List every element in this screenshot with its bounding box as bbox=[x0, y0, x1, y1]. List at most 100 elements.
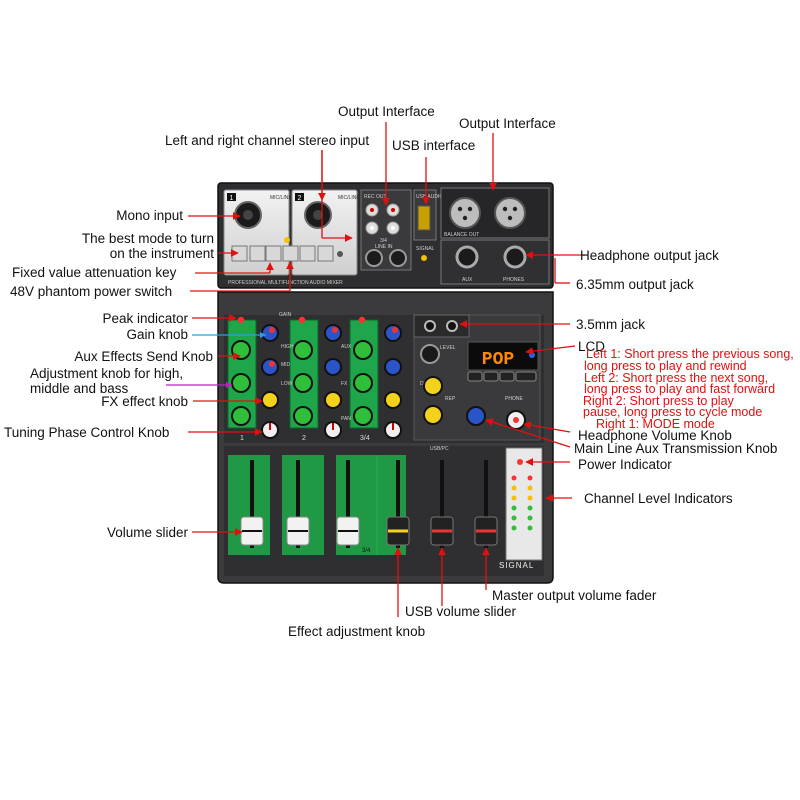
rep-label: REP bbox=[445, 396, 456, 402]
line-in-34-label: 3/4 bbox=[380, 238, 387, 244]
level-label: LEVEL bbox=[440, 345, 456, 351]
peak-led-2 bbox=[298, 316, 306, 324]
label-aux-effects: Aux Effects Send Knob bbox=[74, 349, 213, 364]
mode-button[interactable] bbox=[515, 371, 537, 382]
eq-mid-knob-2[interactable] bbox=[293, 373, 313, 393]
phone-label: PHONE bbox=[505, 396, 523, 402]
label-best-mode-2: on the instrument bbox=[109, 246, 214, 261]
label-adjust-2: middle and bass bbox=[30, 381, 129, 396]
usb-audio-label: USB AUDIO bbox=[416, 194, 443, 200]
pan-knob-2[interactable] bbox=[324, 421, 342, 439]
jack-635-phones[interactable] bbox=[503, 245, 527, 269]
usb-fader[interactable] bbox=[430, 516, 454, 546]
main-panel: 1 2 3/4 GAIN HIGH MID LOW AUX FX PAN LEV… bbox=[217, 291, 554, 584]
eq-low-knob-2[interactable] bbox=[293, 406, 313, 426]
channel-tag-2: 2 bbox=[298, 195, 302, 202]
label-fx-effect: FX effect knob bbox=[101, 394, 188, 409]
gain-knob-2[interactable] bbox=[324, 324, 342, 342]
level-meter bbox=[505, 447, 543, 561]
svg-text:3/4: 3/4 bbox=[362, 548, 371, 554]
eq-high-knob-2[interactable] bbox=[293, 340, 313, 360]
label-adjust-1: Adjustment knob for high, bbox=[30, 366, 184, 381]
eq-mid-knob-3[interactable] bbox=[353, 373, 373, 393]
eq-low-knob-3[interactable] bbox=[353, 406, 373, 426]
line-in-label: LINE IN bbox=[375, 244, 393, 250]
aux-knob-3[interactable] bbox=[384, 358, 402, 376]
xlr-out-left[interactable] bbox=[449, 197, 481, 229]
phone-volume-knob[interactable] bbox=[506, 410, 526, 430]
balance-out-label: BALANCE OUT bbox=[444, 232, 479, 238]
aux-label: AUX bbox=[462, 277, 473, 283]
channel-fader-1[interactable] bbox=[240, 516, 264, 546]
eq-mid-knob-1[interactable] bbox=[231, 373, 251, 393]
label-fixed-attenuation: Fixed value attenuation key bbox=[12, 265, 177, 280]
label-main-line-aux: Main Line Aux Transmission Knob bbox=[574, 441, 778, 456]
channel-fader-3[interactable] bbox=[336, 516, 360, 546]
mid-label: MID bbox=[281, 362, 291, 368]
next-button[interactable] bbox=[483, 371, 499, 382]
usb-pc-label: USB/PC bbox=[430, 446, 449, 452]
play-pause-button[interactable] bbox=[499, 371, 515, 382]
peak-led-3 bbox=[358, 316, 366, 324]
high-label: HIGH bbox=[281, 344, 294, 350]
label-tuning-phase: Tuning Phase Control Knob bbox=[4, 425, 170, 440]
label-output-interface-2: Output Interface bbox=[459, 116, 556, 131]
rep-knob[interactable] bbox=[423, 405, 443, 425]
low-label: LOW bbox=[281, 381, 293, 387]
fx-knob-2[interactable] bbox=[324, 391, 342, 409]
label-lr-stereo-input: Left and right channel stereo input bbox=[165, 133, 370, 148]
aux-knob-2[interactable] bbox=[324, 358, 342, 376]
master-fader[interactable] bbox=[474, 516, 498, 546]
label-lcd: LCD bbox=[578, 339, 606, 354]
channel-number-34: 3/4 bbox=[360, 435, 370, 442]
fx-fader[interactable] bbox=[386, 516, 410, 546]
level-knob[interactable] bbox=[420, 344, 440, 364]
signal-label: SIGNAL bbox=[416, 246, 435, 252]
label-channel-level: Channel Level Indicators bbox=[584, 491, 733, 506]
usb-port[interactable] bbox=[417, 205, 431, 231]
fx-label: FX bbox=[341, 381, 348, 387]
aux-send-master-knob[interactable] bbox=[466, 406, 486, 426]
eq-high-knob-3[interactable] bbox=[353, 340, 373, 360]
channel-number-2: 2 bbox=[302, 435, 306, 442]
gain-label: GAIN bbox=[279, 312, 292, 318]
brand-strip: SIGNAL bbox=[499, 561, 534, 570]
lcd-display bbox=[467, 341, 539, 371]
gain-knob-4[interactable] bbox=[261, 358, 279, 376]
rear-panel: 1 2 MIC/LINE MIC/LINE REC OUT 3/4 LINE I… bbox=[217, 182, 554, 289]
note-left1-b: long press to play and rewind bbox=[584, 359, 747, 373]
eq-low-knob-1[interactable] bbox=[231, 406, 251, 426]
channel-number-1: 1 bbox=[240, 435, 244, 442]
peak-led-1 bbox=[237, 316, 245, 324]
note-right2-a: Right 2: Short press to play bbox=[583, 394, 734, 408]
delay-knob[interactable] bbox=[423, 376, 443, 396]
label-best-mode-1: The best mode to turn bbox=[81, 231, 214, 246]
label-mono-input: Mono input bbox=[116, 208, 183, 223]
pan-knob-1[interactable] bbox=[261, 421, 279, 439]
channel-fader-2[interactable] bbox=[286, 516, 310, 546]
note-left1-a: Left 1: Short press the previous song, bbox=[586, 347, 794, 361]
jack-635-aux[interactable] bbox=[455, 245, 479, 269]
label-gain-knob: Gain knob bbox=[126, 327, 188, 342]
fx-knob-1[interactable] bbox=[261, 391, 279, 409]
pan-label: PAN bbox=[341, 416, 351, 422]
label-master-fader: Master output volume fader bbox=[492, 588, 657, 603]
label-effect-adjust: Effect adjustment knob bbox=[288, 624, 426, 639]
xlr-out-right[interactable] bbox=[494, 197, 526, 229]
channel-tag-1: 1 bbox=[230, 195, 234, 202]
label-power-indicator: Power Indicator bbox=[578, 457, 672, 472]
fx-knob-3[interactable] bbox=[384, 391, 402, 409]
jack-35-2[interactable] bbox=[446, 320, 458, 332]
panel-title: PROFESSIONAL MULTIFUNCTION AUDIO MIXER bbox=[228, 280, 343, 286]
label-peak-indicator: Peak indicator bbox=[102, 311, 188, 326]
jack-35-1[interactable] bbox=[424, 320, 436, 332]
gain-knob-3[interactable] bbox=[384, 324, 402, 342]
prev-button[interactable] bbox=[467, 371, 483, 382]
label-output-interface-1: Output Interface bbox=[338, 104, 435, 119]
pan-knob-3[interactable] bbox=[384, 421, 402, 439]
label-jack-35: 3.5mm jack bbox=[576, 317, 646, 332]
rec-out-label: REC OUT bbox=[364, 194, 387, 200]
note-right1: Right 1: MODE mode bbox=[596, 417, 715, 431]
gain-knob-1[interactable] bbox=[261, 324, 279, 342]
